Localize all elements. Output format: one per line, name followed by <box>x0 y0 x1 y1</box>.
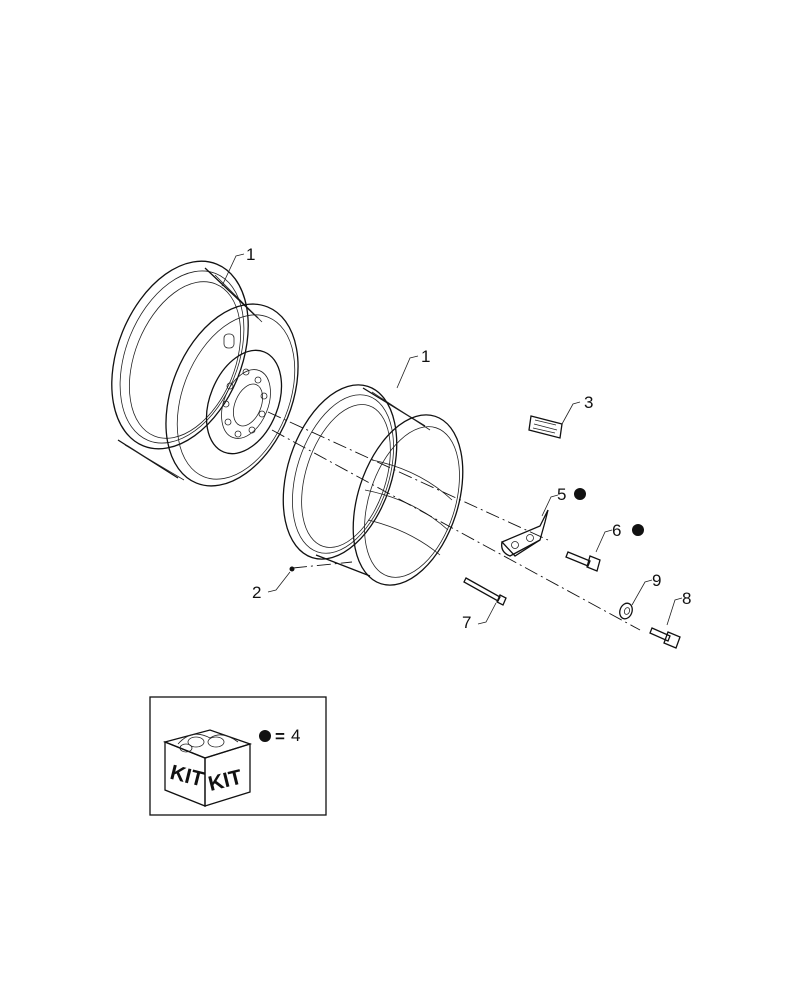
kit-legend-item-number: 4 <box>291 726 300 745</box>
callout-9-washer: 9 <box>652 571 661 590</box>
callout-3-decal: 3 <box>584 393 593 412</box>
bolt-large <box>649 627 681 649</box>
washer <box>619 602 633 620</box>
bolt-small <box>565 551 601 572</box>
alignment-line-3 <box>292 561 353 569</box>
leader-lines <box>221 253 683 626</box>
kit-marker-dot-5 <box>574 488 586 500</box>
callout-1-right-rim: 1 <box>421 347 430 366</box>
callout-6-bolt: 6 <box>612 521 621 540</box>
kit-legend-dot <box>259 730 271 742</box>
callout-8-bolt: 8 <box>682 589 691 608</box>
alignment-line-2 <box>271 429 641 631</box>
valve-dot <box>289 566 295 572</box>
callout-7-pin: 7 <box>462 613 471 632</box>
clamp-plate <box>500 509 549 557</box>
callout-1-left-rim: 1 <box>246 245 255 264</box>
kit-marker-dot-6 <box>632 524 644 536</box>
kit-legend-equals: = <box>275 727 285 746</box>
callout-5-clamp: 5 <box>557 485 566 504</box>
kit-box-icon: KIT KIT <box>162 729 253 807</box>
callout-2-valve: 2 <box>252 583 261 602</box>
wheel-rim-right <box>282 384 464 586</box>
kit-label-right: KIT <box>206 765 245 796</box>
wheel-rim-left <box>111 260 299 487</box>
kit-label-left: KIT <box>168 761 207 792</box>
decal-label <box>528 415 563 439</box>
kit-legend: KIT KIT = 4 <box>149 696 327 816</box>
alignment-line-1 <box>267 411 549 541</box>
valve-pin <box>463 577 507 606</box>
